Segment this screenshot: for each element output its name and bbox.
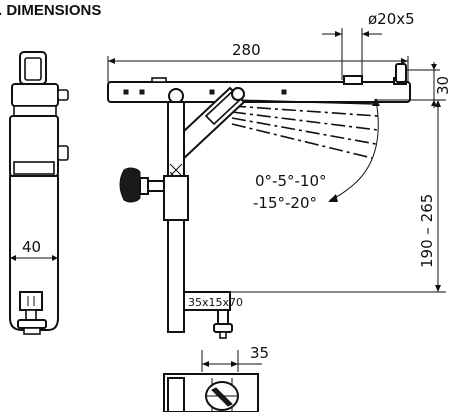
column-clamp-block — [163, 175, 189, 221]
tightening-knob — [119, 167, 165, 203]
side-collar-ring — [13, 105, 57, 117]
side-handle-inner — [24, 57, 42, 81]
angle-label-line2: -15°-20° — [253, 194, 317, 212]
knob-grip — [119, 167, 141, 203]
angle-rays — [231, 99, 379, 159]
side-body-band — [13, 161, 55, 175]
angle-label-line1: 0°-5°-10° — [255, 172, 327, 190]
bracket-screw — [217, 309, 229, 325]
dimension-tube: ø20x5 — [368, 10, 415, 28]
front-view: 280 ø20x5 30 — [107, 10, 452, 339]
side-upper-collar — [11, 83, 59, 107]
base-top-view: 35 — [163, 344, 269, 412]
arm-pivot — [168, 88, 184, 104]
tube-socket — [343, 75, 363, 85]
side-screw-head — [17, 319, 47, 329]
dimension-height: 30 — [434, 76, 452, 95]
angle-arc — [329, 99, 379, 201]
arm-bar — [107, 81, 411, 103]
side-view: 40 — [9, 51, 69, 335]
base-left-slot — [167, 377, 185, 412]
knob-shaft — [147, 180, 165, 192]
dimension-profile: 35x15x70 — [188, 296, 243, 309]
dimension-vertical-range: 190 – 265 — [418, 194, 436, 268]
side-knob-right — [57, 89, 69, 101]
end-post — [395, 63, 407, 83]
profile-bracket — [183, 291, 231, 311]
dimension-length: 280 — [232, 41, 261, 59]
dimension-side-width: 40 — [22, 238, 41, 256]
side-screw-shaft — [25, 309, 37, 321]
section-heading: . DIMENSIONS — [0, 2, 101, 19]
side-knob-lower — [57, 145, 69, 161]
strut-top-pin — [231, 87, 245, 101]
dimension-base-width: 35 — [250, 344, 269, 362]
side-screw-block — [19, 291, 43, 311]
